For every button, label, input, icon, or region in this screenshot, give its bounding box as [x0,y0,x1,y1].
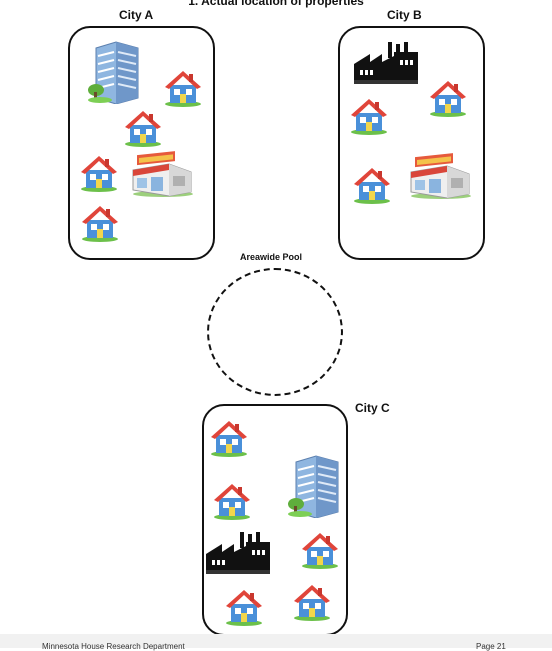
city-c-label: City C [355,401,390,415]
house-icon [214,484,250,520]
supermarket-icon [132,151,193,197]
house-icon [81,156,117,192]
footer-page-number: Page 21 [476,642,506,651]
house-icon [165,71,201,107]
house-icon [430,81,466,117]
office-building-icon [88,41,139,104]
supermarket-icon [410,153,471,199]
house-icon [302,533,338,569]
page-footer: Minnesota House Research Department Page… [0,634,552,651]
house-icon [125,111,161,147]
house-icon [354,168,390,204]
office-building-icon [288,455,339,518]
areawide-pool-circle [207,268,343,396]
house-icon [211,421,247,457]
house-icon [226,590,262,626]
figure-heading: 1. Actual location of properties [188,0,364,8]
city-b-label: City B [387,8,422,22]
areawide-pool-label: Areawide Pool [240,252,303,262]
factory-icon [206,532,270,574]
footer-source: Minnesota House Research Department [42,642,185,651]
city-a-label: City A [119,8,154,22]
house-icon [294,585,330,621]
factory-icon [354,42,418,84]
house-icon [351,99,387,135]
house-icon [82,206,118,242]
